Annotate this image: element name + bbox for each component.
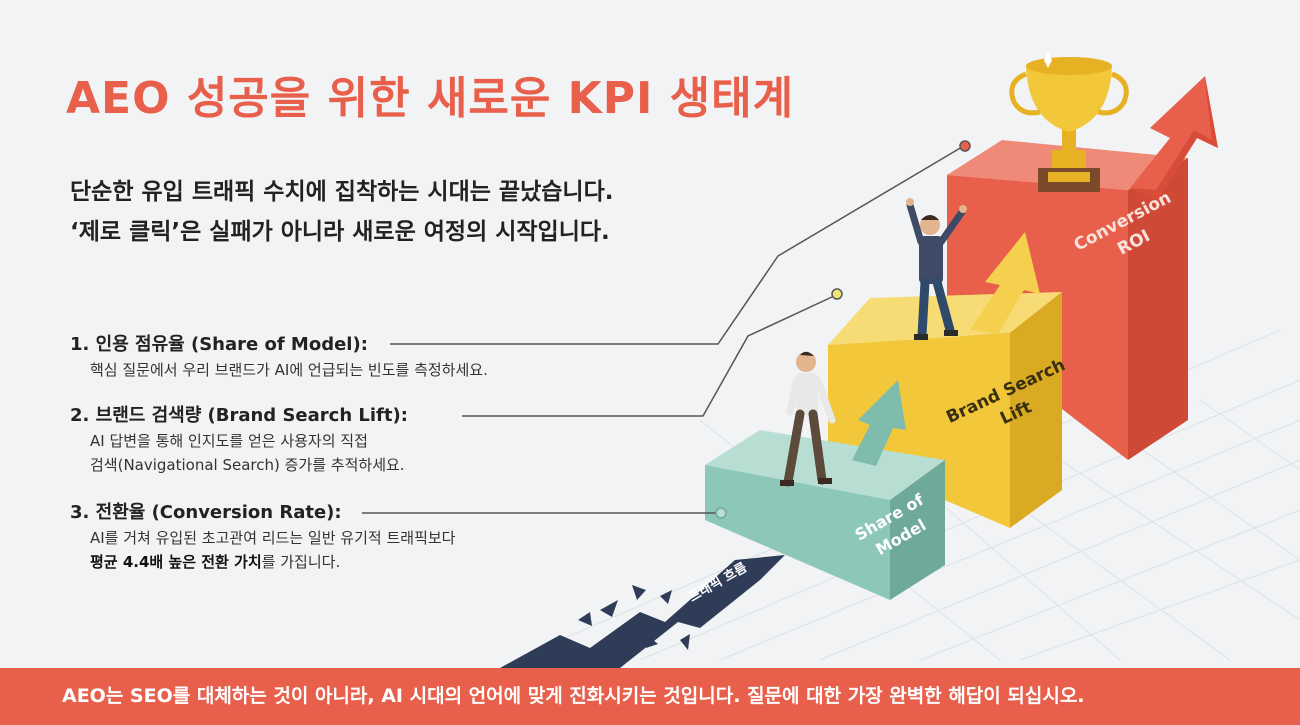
kpi-description: AI 답변을 통해 인지도를 얻은 사용자의 직접 bbox=[90, 432, 368, 450]
kpi-description: AI를 거쳐 유입된 초고관여 리드는 일반 유기적 트래픽보다 bbox=[90, 529, 456, 547]
kpi-item-brand-search-lift: 2. 브랜드 검색량 (Brand Search Lift): AI 답변을 통… bbox=[70, 403, 408, 477]
kpi-description: 검색(Navigational Search) 증가를 추적하세요. bbox=[90, 456, 405, 474]
kpi-description: 핵심 질문에서 우리 브랜드가 AI에 언급되는 빈도를 측정하세요. bbox=[90, 361, 488, 379]
trophy-icon bbox=[1009, 52, 1129, 192]
subtitle-line-2: ‘제로 클릭’은 실패가 아니라 새로운 여정의 시작입니다. bbox=[70, 219, 610, 245]
page-title: AEO 성공을 위한 새로운 KPI 생태계 bbox=[66, 73, 795, 124]
subtitle: 단순한 유입 트래픽 수치에 집착하는 시대는 끝났습니다. ‘제로 클릭’은 … bbox=[70, 172, 613, 252]
person-walking-icon bbox=[780, 351, 836, 487]
kpi-item-share-of-model: 1. 인용 점유율 (Share of Model): 핵심 질문에서 우리 브… bbox=[70, 332, 488, 382]
growth-arrow bbox=[1130, 76, 1218, 200]
kpi-emphasis-text: 평균 4.4배 높은 전환 가치 bbox=[90, 553, 262, 571]
kpi-description-tail: 를 가집니다. bbox=[261, 553, 341, 571]
kpi-heading: 3. 전환율 (Conversion Rate): bbox=[70, 502, 342, 523]
kpi-description-emphasis: 평균 4.4배 높은 전환 가치를 가집니다. bbox=[70, 550, 455, 574]
bottom-banner: AEO는 SEO를 대체하는 것이 아니라, AI 시대의 언어에 맞게 진화시… bbox=[0, 668, 1300, 725]
leader-line-3 bbox=[362, 507, 727, 519]
kpi-heading: 1. 인용 점유율 (Share of Model): bbox=[70, 334, 368, 355]
leader-line-1 bbox=[390, 140, 971, 345]
leader-line-2 bbox=[462, 288, 843, 417]
kpi-heading: 2. 브랜드 검색량 (Brand Search Lift): bbox=[70, 405, 408, 426]
person-celebrating-icon bbox=[906, 198, 967, 340]
step-share-of-model: Share of Model bbox=[705, 380, 945, 600]
subtitle-line-1: 단순한 유입 트래픽 수치에 집착하는 시대는 끝났습니다. bbox=[70, 179, 614, 205]
kpi-item-conversion-rate: 3. 전환율 (Conversion Rate): AI를 거쳐 유입된 초고관… bbox=[70, 500, 455, 574]
